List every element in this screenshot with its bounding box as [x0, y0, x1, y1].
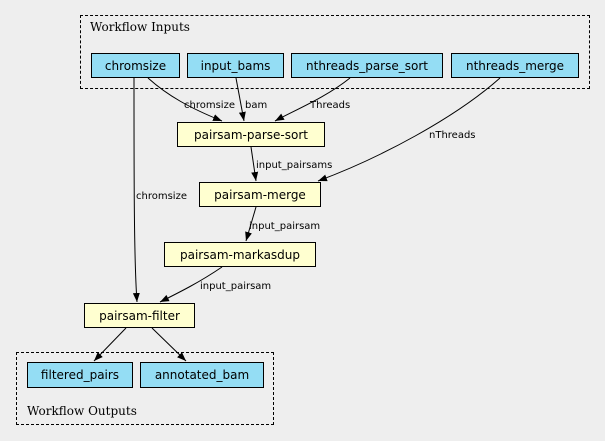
edge-chromsize-to-parse-sort [147, 77, 223, 122]
edge-markasdup-to-filter [159, 266, 223, 303]
step-parse-sort-node[interactable]: pairsam-parse-sort [177, 122, 325, 147]
step-merge-node[interactable]: pairsam-merge [199, 182, 321, 207]
edge-label-input-pairsams: input_pairsams [256, 160, 332, 171]
edge-label-bam: bam [245, 100, 267, 111]
input-nthreads-merge-node[interactable]: nthreads_merge [451, 53, 579, 78]
edge-label-chromsize-parse-sort: chromsize [184, 100, 235, 111]
input-input-bams-node[interactable]: input_bams [187, 53, 284, 78]
input-chromsize-node[interactable]: chromsize [91, 53, 180, 78]
output-filtered-pairs-node[interactable]: filtered_pairs [27, 362, 133, 388]
step-markasdup-node[interactable]: pairsam-markasdup [164, 242, 316, 267]
edge-label-chromsize-filter: chromsize [136, 191, 187, 202]
edge-label-input-pairsam-filter: input_pairsam [200, 281, 271, 292]
edge-nthreads-parse-sort-to-parse-sort [274, 77, 351, 122]
workflow-outputs-label: Workflow Outputs [27, 404, 137, 418]
edge-nthreads-merge-to-merge [317, 77, 501, 182]
workflow-outputs-cluster [16, 352, 274, 425]
edge-filter-to-filtered-pairs [93, 327, 127, 362]
edge-label-threads: Threads [309, 100, 350, 111]
edge-label-nthreads: nThreads [429, 130, 476, 141]
input-nthreads-parse-sort-node[interactable]: nthreads_parse_sort [291, 53, 443, 78]
workflow-inputs-label: Workflow Inputs [90, 20, 190, 34]
edge-input-bams-to-parse-sort [235, 77, 246, 122]
edge-parse-sort-to-merge [250, 146, 259, 182]
edge-label-input-pairsam-markasdup: input_pairsam [249, 221, 320, 232]
edge-merge-to-markasdup [245, 206, 257, 242]
edge-filter-to-annotated-bam [151, 327, 187, 362]
output-annotated-bam-node[interactable]: annotated_bam [140, 362, 264, 388]
step-filter-node[interactable]: pairsam-filter [84, 303, 195, 328]
edge-chromsize-to-filter [132, 77, 140, 303]
